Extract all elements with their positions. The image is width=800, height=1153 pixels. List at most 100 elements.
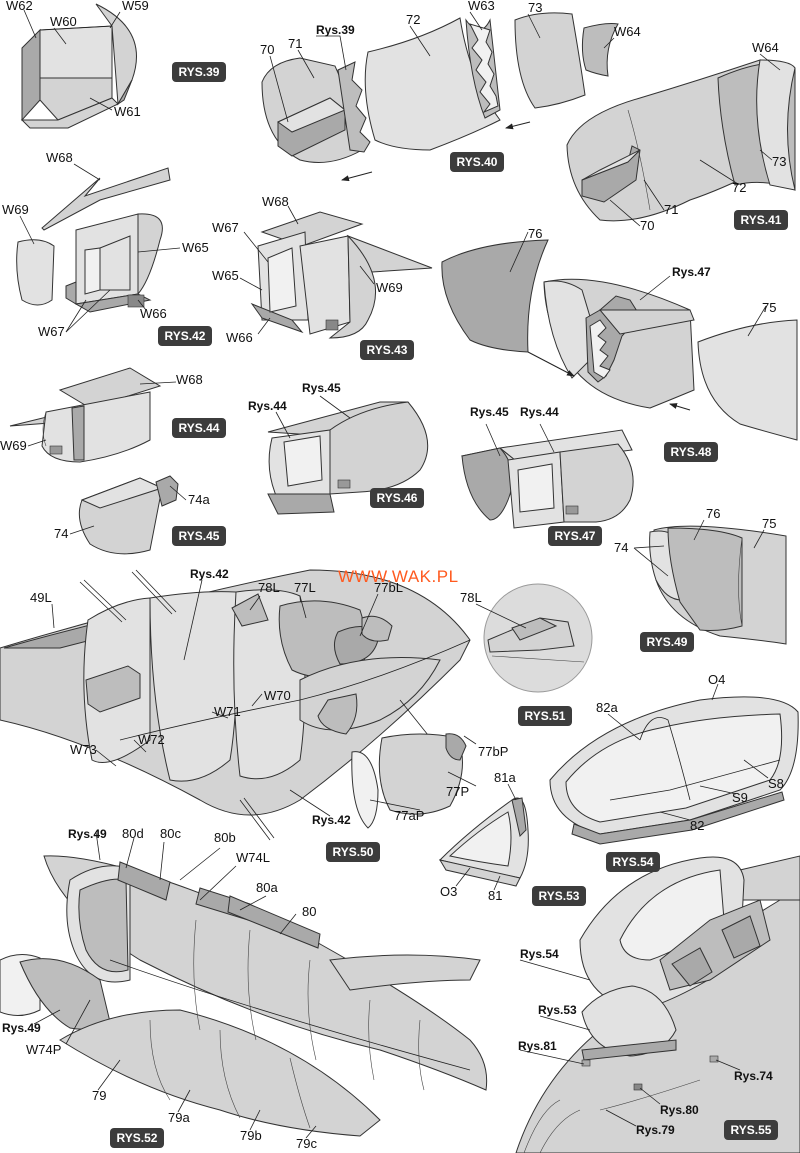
ref-rys47-fig48: Rys.47 [672,265,711,279]
label-78L-fig50: 78L [258,580,280,595]
label-80a: 80a [256,880,278,895]
ref-rys44-fig46: Rys.44 [248,399,287,413]
svg-text:RYS.55: RYS.55 [731,1123,772,1137]
watermark: WWW.WAK.PL [338,567,459,586]
svg-text:RYS.54: RYS.54 [613,855,654,869]
ref-rys42-fig50-bottom: Rys.42 [312,813,351,827]
svg-text:RYS.39: RYS.39 [179,65,220,79]
label-S8: S8 [768,776,784,791]
label-75-fig48: 75 [762,300,776,315]
svg-text:RYS.47: RYS.47 [555,529,596,543]
ref-rys54: Rys.54 [520,947,559,961]
ref-rys74: Rys.74 [734,1069,773,1083]
ref-rys44-fig47: Rys.44 [520,405,559,419]
badge-rys48: RYS.48 [664,442,718,462]
leader-lines [19,9,781,1139]
label-W65-fig42: W65 [182,240,209,255]
badge-rys40: RYS.40 [450,152,504,172]
svg-text:RYS.43: RYS.43 [367,343,408,357]
svg-text:RYS.45: RYS.45 [179,529,220,543]
svg-text:RYS.41: RYS.41 [741,213,782,227]
label-49L: 49L [30,590,52,605]
svg-text:RYS.53: RYS.53 [539,889,580,903]
ref-rys80: Rys.80 [660,1103,699,1117]
figure-45 [78,475,179,555]
figure-43 [250,211,433,339]
label-73-fig40: 73 [528,0,542,15]
label-72-fig41: 72 [732,180,746,195]
label-W67-fig43: W67 [212,220,239,235]
badge-rys41: RYS.41 [734,210,788,230]
figure-39 [20,3,137,129]
ref-rys79: Rys.79 [636,1123,675,1137]
svg-text:RYS.46: RYS.46 [377,491,418,505]
label-W70: W70 [264,688,291,703]
figure-50 [0,569,471,841]
badge-rys46: RYS.46 [370,488,424,508]
label-77L: 77L [294,580,316,595]
label-W64-fig41: W64 [752,40,779,55]
svg-text:RYS.48: RYS.48 [671,445,712,459]
badge-rys43: RYS.43 [360,340,414,360]
badge-rys54: RYS.54 [606,852,660,872]
ref-rys49-fig52-top: Rys.49 [68,827,107,841]
badge-rys49: RYS.49 [640,632,694,652]
label-W65-fig43: W65 [212,268,239,283]
ref-rys45-fig46: Rys.45 [302,381,341,395]
label-75-fig49: 75 [762,516,776,531]
svg-text:RYS.49: RYS.49 [647,635,688,649]
badge-rys45: RYS.45 [172,526,226,546]
label-W74P: W74P [26,1042,61,1057]
label-W60: W60 [50,14,77,29]
label-W68-fig43: W68 [262,194,289,209]
svg-text:RYS.44: RYS.44 [179,421,220,435]
badge-rys47: RYS.47 [548,526,602,546]
figure-55 [515,855,800,1153]
reference-labels: Rys.39 Rys.47 Rys.45 Rys.44 Rys.45 Rys.4… [2,23,773,1137]
label-73-fig41: 73 [772,154,786,169]
figure-40 [261,12,619,182]
label-W72: W72 [138,732,165,747]
label-W66-fig42: W66 [140,306,167,321]
label-W59: W59 [122,0,149,13]
label-W62: W62 [6,0,33,13]
figure-54 [549,696,799,845]
label-W74L: W74L [236,850,270,865]
label-W63: W63 [468,0,495,13]
label-74-fig45: 74 [54,526,68,541]
svg-text:RYS.51: RYS.51 [525,709,566,723]
figure-52 [0,855,488,1137]
badge-rys50: RYS.50 [326,842,380,862]
label-W69-fig42: W69 [2,202,29,217]
label-76-fig48: 76 [528,226,542,241]
label-82: 82 [690,818,704,833]
label-S9: S9 [732,790,748,805]
label-80d: 80d [122,826,144,841]
badge-rys52: RYS.52 [110,1128,164,1148]
figure-51 [483,583,593,693]
badge-rys39: RYS.39 [172,62,226,82]
badge-rys42: RYS.42 [158,326,212,346]
figure-41 [566,59,796,222]
label-W67-fig42: W67 [38,324,65,339]
label-78L-fig51: 78L [460,590,482,605]
ref-rys81: Rys.81 [518,1039,557,1053]
svg-text:RYS.40: RYS.40 [457,155,498,169]
figure-53 [438,797,529,887]
label-W68-fig42: W68 [46,150,73,165]
badge-rys44: RYS.44 [172,418,226,438]
label-79: 79 [92,1088,106,1103]
label-77P: 77P [446,784,469,799]
ref-rys45-fig47: Rys.45 [470,405,509,419]
label-82a: 82a [596,700,618,715]
label-77aP: 77aP [394,808,424,823]
label-79b: 79b [240,1128,262,1143]
figure-47 [460,429,634,529]
label-70-fig41: 70 [640,218,654,233]
label-79c: 79c [296,1136,317,1151]
label-O4: O4 [708,672,725,687]
label-74a: 74a [188,492,210,507]
ref-rys39: Rys.39 [316,23,355,37]
ref-rys53: Rys.53 [538,1003,577,1017]
